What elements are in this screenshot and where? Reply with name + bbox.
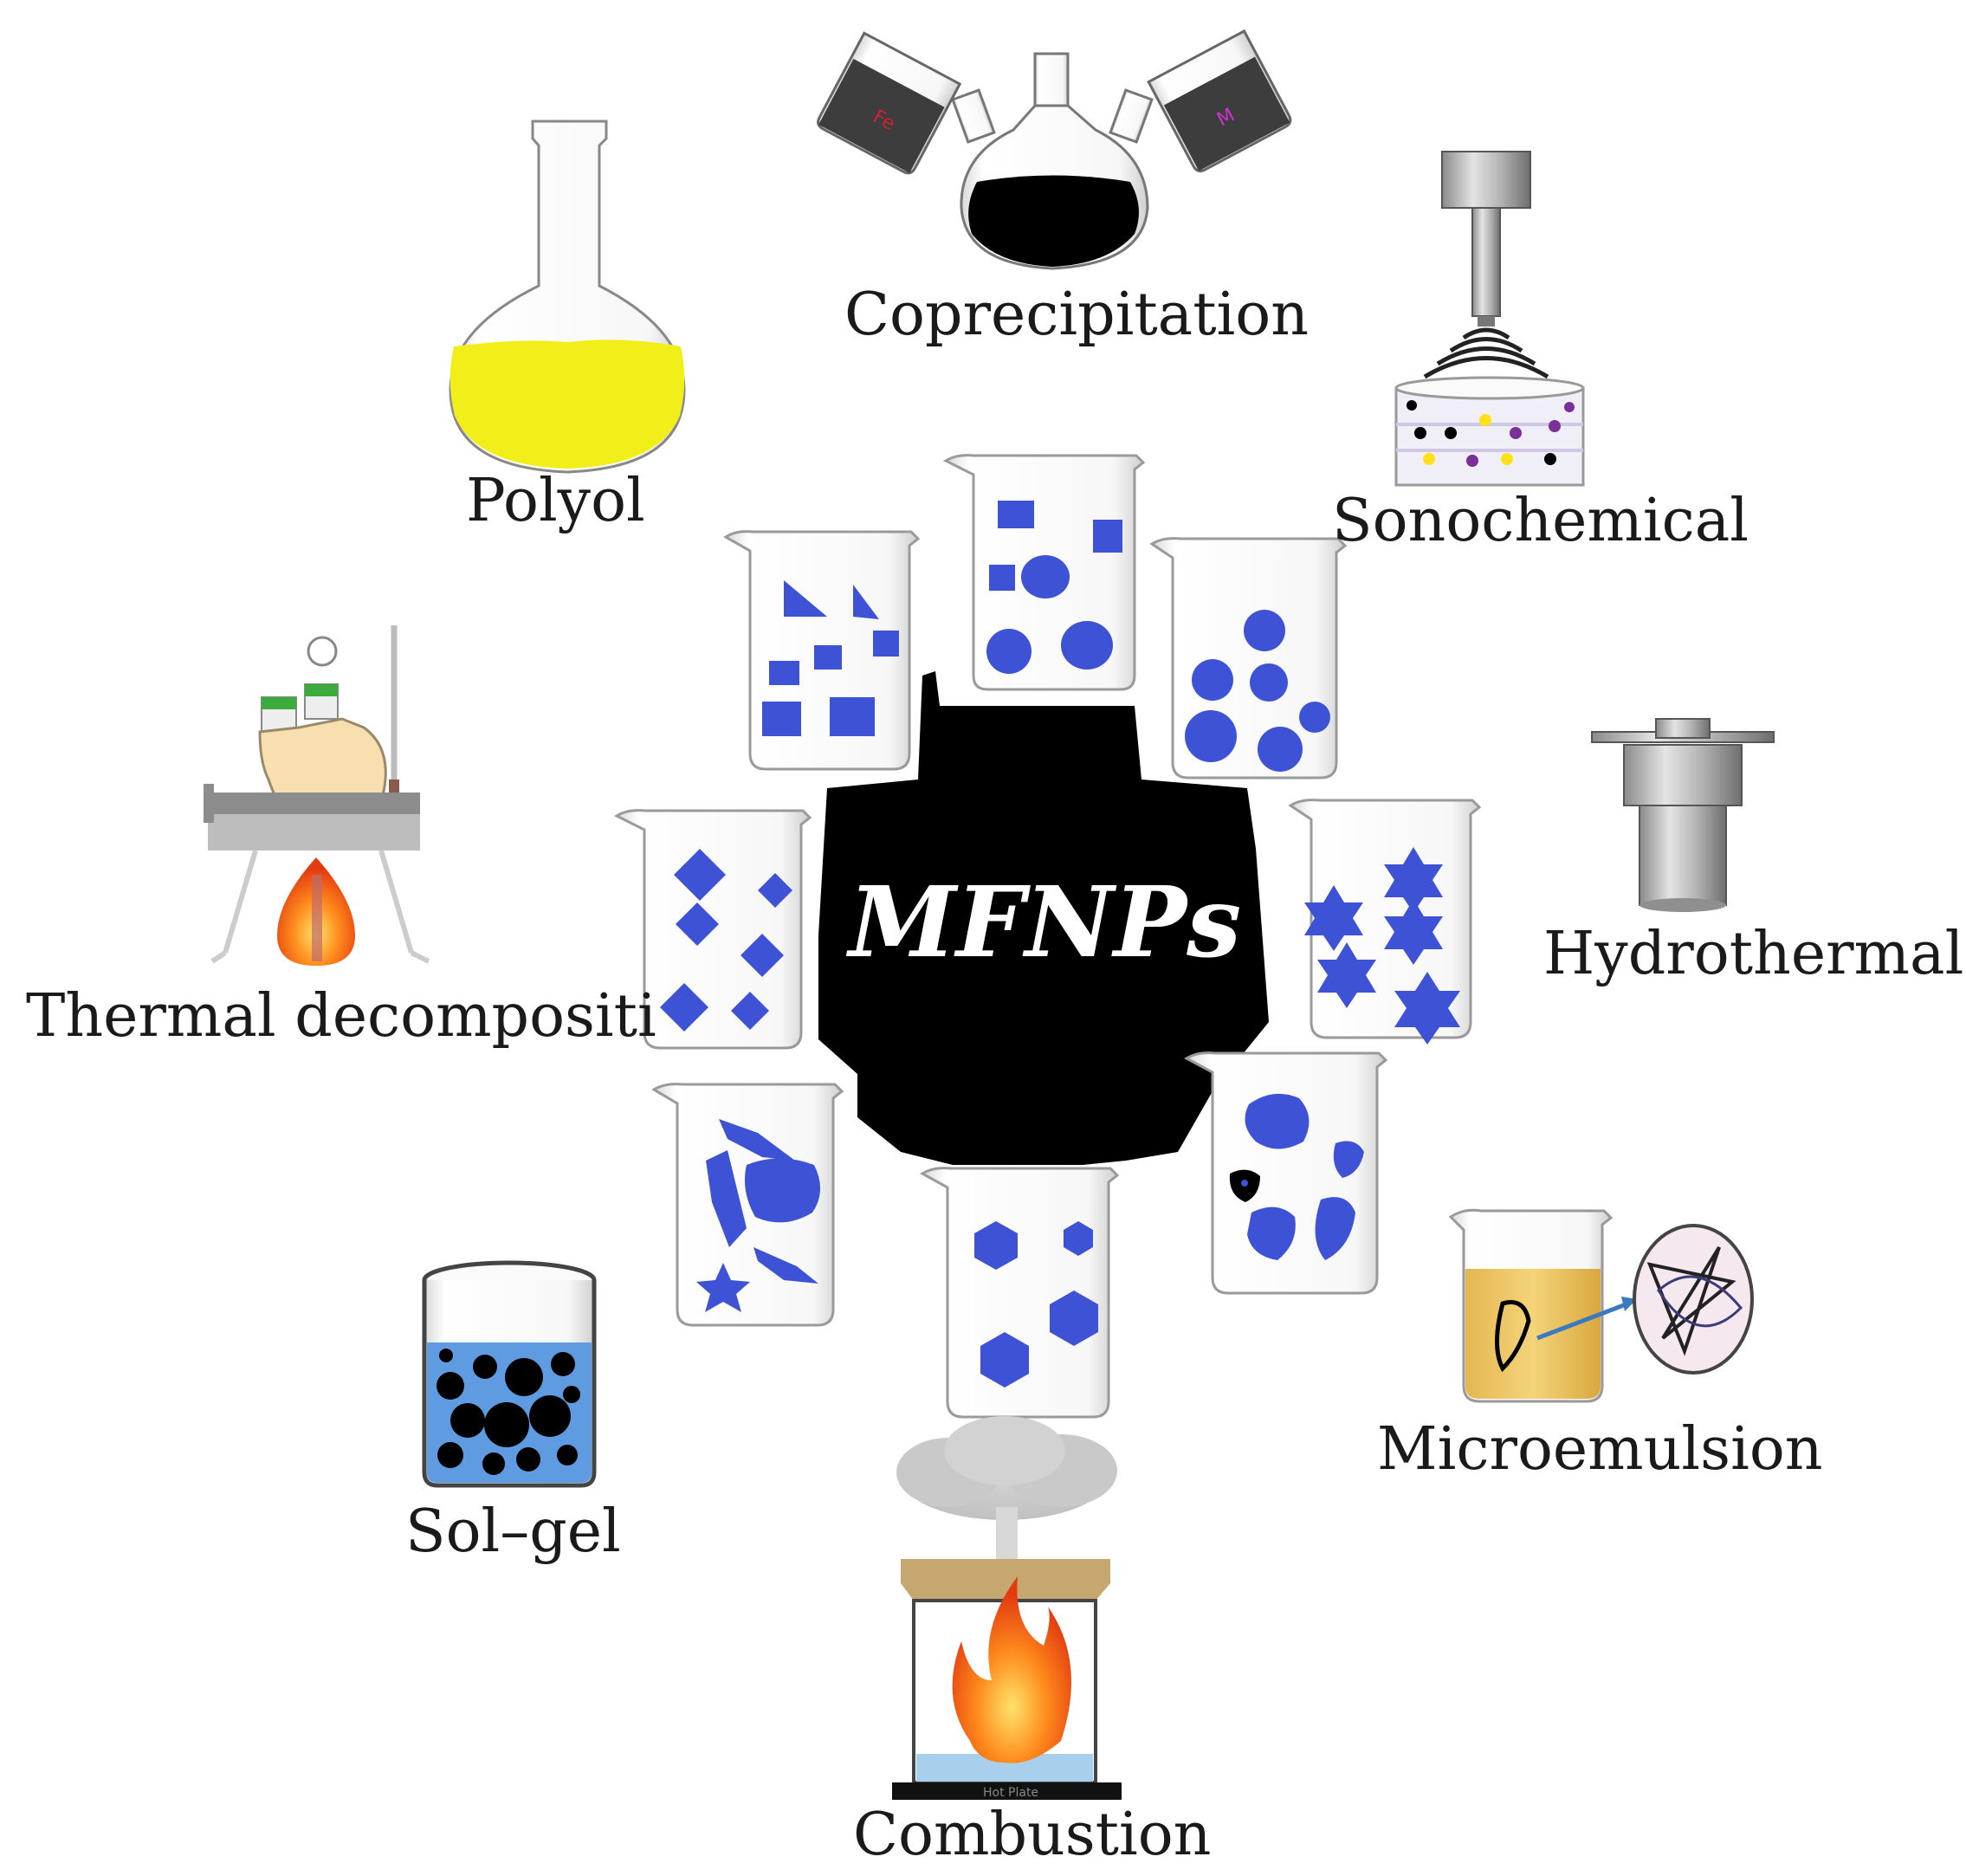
label-coprecipitation: Coprecipitation	[844, 281, 1310, 349]
beaker-squares-circles	[942, 454, 1146, 691]
hydrothermal-illustration	[1591, 718, 1775, 912]
sonochemical-illustration	[1394, 151, 1585, 487]
solgel-illustration	[422, 1260, 597, 1488]
label-polyol: Polyol	[466, 467, 645, 535]
microemulsion-illustration	[1448, 1208, 1754, 1403]
label-combustion: Combustion	[853, 1801, 1212, 1869]
hub-blob	[818, 671, 1269, 1165]
polyol-flask-illustration	[449, 120, 686, 474]
beaker-triangles-squares	[723, 530, 921, 771]
beaker-irregular	[651, 1083, 844, 1327]
beaker-blobs	[1183, 1051, 1388, 1295]
beaker-stars	[1288, 799, 1482, 1045]
label-thermal-decomposition: Thermal decompositi	[26, 982, 656, 1051]
beaker-circles	[1149, 537, 1348, 780]
beaker-diamonds	[613, 809, 812, 1050]
label-microemulsion: Microemulsion	[1377, 1415, 1823, 1484]
label-hydrothermal: Hydrothermal	[1543, 920, 1964, 988]
beaker-hexagons	[920, 1167, 1120, 1419]
label-solgel: Sol–gel	[405, 1498, 621, 1566]
thermal-decomposition-illustration	[204, 625, 430, 966]
hot-plate-label: Hot Plate	[983, 1786, 1038, 1800]
combustion-illustration: Hot Plate	[892, 1416, 1122, 1800]
label-sonochemical: Sonochemical	[1332, 487, 1749, 555]
center-title: MFNPs	[849, 866, 1242, 980]
coprecipitation-illustration: Fe M	[817, 29, 1292, 270]
